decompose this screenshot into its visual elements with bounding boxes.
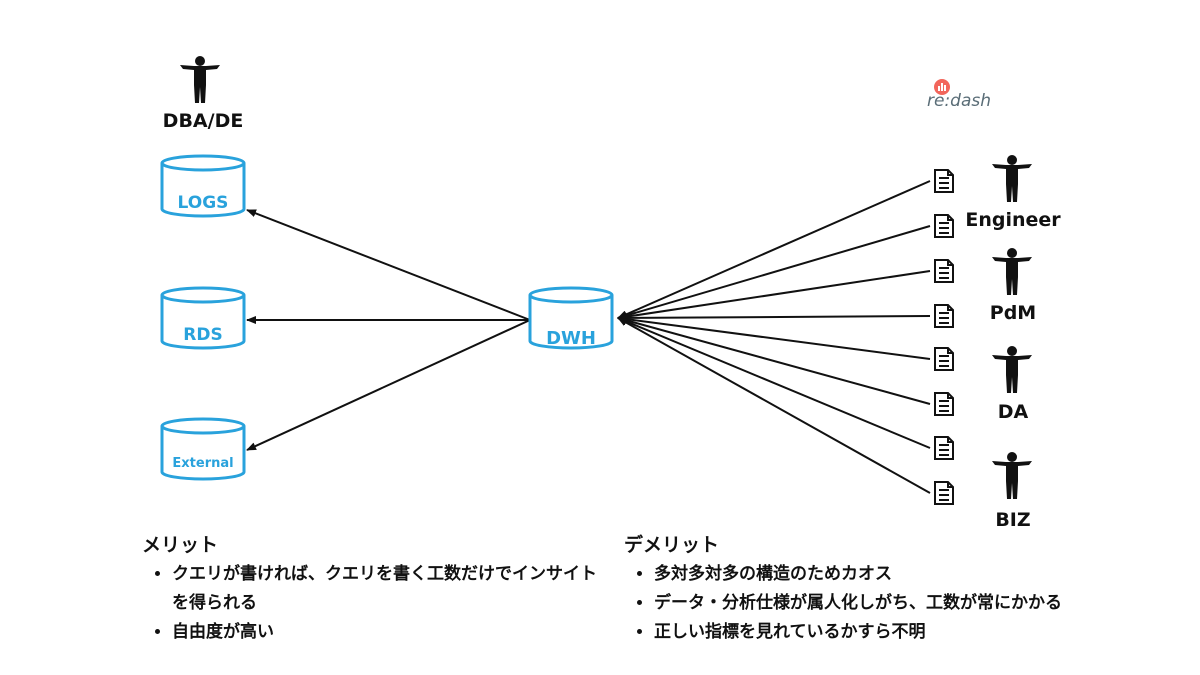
engineer-person-icon (992, 155, 1032, 202)
connector-dwh-external (246, 319, 531, 451)
document-icon (934, 392, 954, 416)
merits-title: メリット (142, 534, 219, 556)
demerits-section: デメリット 多対多対多の構造のためカオス データ・分析仕様が属人化しがち、工数が… (624, 530, 1184, 647)
user-da: DA (992, 346, 1032, 423)
redash-logo-text: re:dash (927, 91, 991, 111)
demerits-title: デメリット (624, 534, 720, 556)
merits-list: クエリが書ければ、クエリを書く工数だけでインサイトを得られる 自由度が高い (142, 560, 602, 647)
user-pdm: PdM (990, 248, 1036, 324)
connector-query-dwh (617, 315, 931, 360)
biz-person-icon (992, 452, 1032, 499)
connectors (246, 180, 931, 494)
da-person-icon (992, 346, 1032, 393)
database-dwh-label: DWH (546, 328, 596, 349)
connector-query-dwh (617, 316, 931, 405)
query-documents (934, 169, 954, 505)
database-rds-label: RDS (183, 325, 222, 345)
document-icon (934, 259, 954, 283)
connector-query-dwh (617, 313, 931, 322)
engineer-label: Engineer (965, 209, 1061, 231)
document-icon (934, 304, 954, 328)
merits-section: メリット クエリが書ければ、クエリを書く工数だけでインサイトを得られる 自由度が… (142, 530, 602, 647)
connector-query-dwh (617, 225, 931, 320)
demerit-item: 多対多対多の構造のためカオス (654, 560, 1184, 589)
document-icon (934, 214, 954, 238)
database-rds: RDS (160, 286, 246, 350)
document-icon (934, 436, 954, 460)
document-icon (934, 481, 954, 505)
connector-query-dwh (617, 317, 931, 494)
merit-item: クエリが書ければ、クエリを書く工数だけでインサイトを得られる (172, 560, 602, 618)
database-external: External (160, 417, 246, 481)
database-external-label: External (172, 456, 233, 471)
biz-label: BIZ (995, 509, 1030, 531)
demerits-list: 多対多対多の構造のためカオス データ・分析仕様が属人化しがち、工数が常にかかる … (624, 560, 1184, 647)
dba-label: DBA/DE (163, 110, 244, 132)
dba-person: DBA/DE (163, 56, 244, 132)
pdm-label: PdM (990, 302, 1036, 324)
merit-item: 自由度が高い (172, 618, 602, 647)
connector-query-dwh (617, 180, 931, 319)
database-logs: LOGS (160, 154, 246, 218)
user-biz: BIZ (992, 452, 1032, 531)
document-icon (934, 169, 954, 193)
database-dwh: DWH (528, 286, 614, 350)
demerit-item: データ・分析仕様が属人化しがち、工数が常にかかる (654, 589, 1184, 618)
database-logs-label: LOGS (178, 193, 229, 213)
connector-dwh-logs (246, 209, 531, 321)
demerit-item: 正しい指標を見れているかすら不明 (654, 618, 1184, 647)
connector-query-dwh (617, 270, 931, 321)
connector-query-dwh (617, 317, 931, 449)
pdm-person-icon (992, 248, 1032, 295)
redash-logo: re:dash (927, 79, 991, 111)
user-engineer: Engineer (965, 155, 1061, 231)
da-label: DA (998, 401, 1029, 423)
dba-person-icon (180, 56, 220, 103)
document-icon (934, 347, 954, 371)
